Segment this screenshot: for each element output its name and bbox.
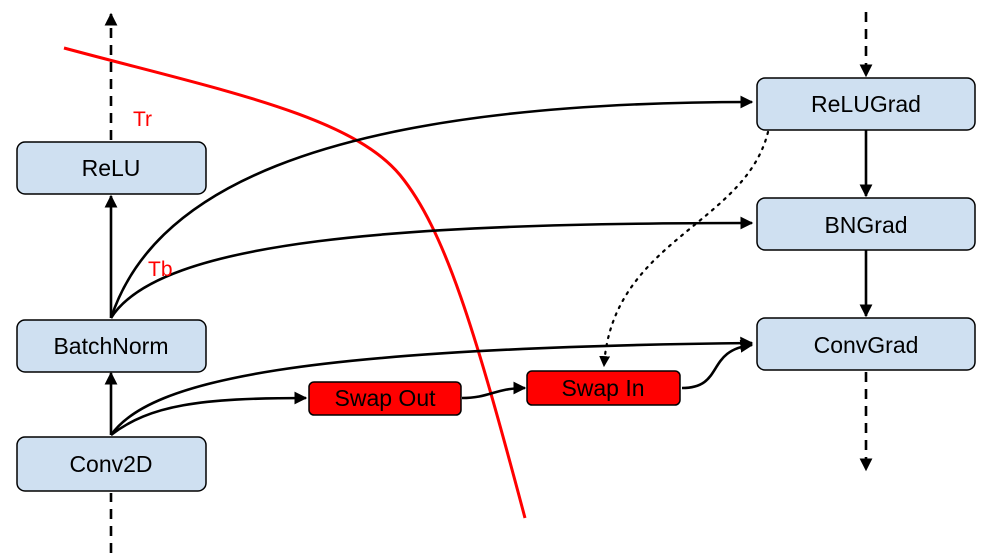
- swapin-to-convgrad-arrow: [681, 339, 754, 390]
- convgrad-node: ConvGrad: [756, 317, 976, 371]
- swapout-to-swapin-arrow: [461, 381, 527, 400]
- conv2d-to-swapout-arrow: [110, 391, 308, 437]
- relugrad-node: ReLUGrad: [756, 77, 976, 131]
- swap-out-node-label: Swap Out: [335, 385, 437, 411]
- relugrad-node-label: ReLUGrad: [811, 91, 921, 117]
- conv2d-node-label: Conv2D: [69, 451, 152, 477]
- batchnorm-to-relugrad-arrow: [109, 95, 754, 319]
- batchnorm-node: BatchNorm: [16, 319, 207, 373]
- batchnorm-to-bngrad-arrow: [109, 216, 754, 319]
- tr-label: Tr: [133, 108, 152, 131]
- batchnorm-node-label: BatchNorm: [53, 333, 168, 359]
- red-threshold-curve: [63, 46, 527, 519]
- relu-node: ReLU: [16, 141, 207, 195]
- conv2d-node: Conv2D: [16, 436, 207, 492]
- bngrad-node-label: BNGrad: [824, 212, 907, 238]
- convgrad-node-label: ConvGrad: [814, 332, 919, 358]
- relugrad-to-swapin-dotted-arrow: [599, 130, 770, 368]
- relu-node-label: ReLU: [82, 155, 141, 181]
- bngrad-node: BNGrad: [756, 197, 976, 251]
- swap-in-node: Swap In: [526, 370, 681, 406]
- tb-label: Tb: [148, 258, 173, 281]
- swap-in-node-label: Swap In: [561, 375, 644, 401]
- conv2d-to-convgrad-arrow: [109, 336, 754, 436]
- swap-out-node: Swap Out: [308, 381, 462, 416]
